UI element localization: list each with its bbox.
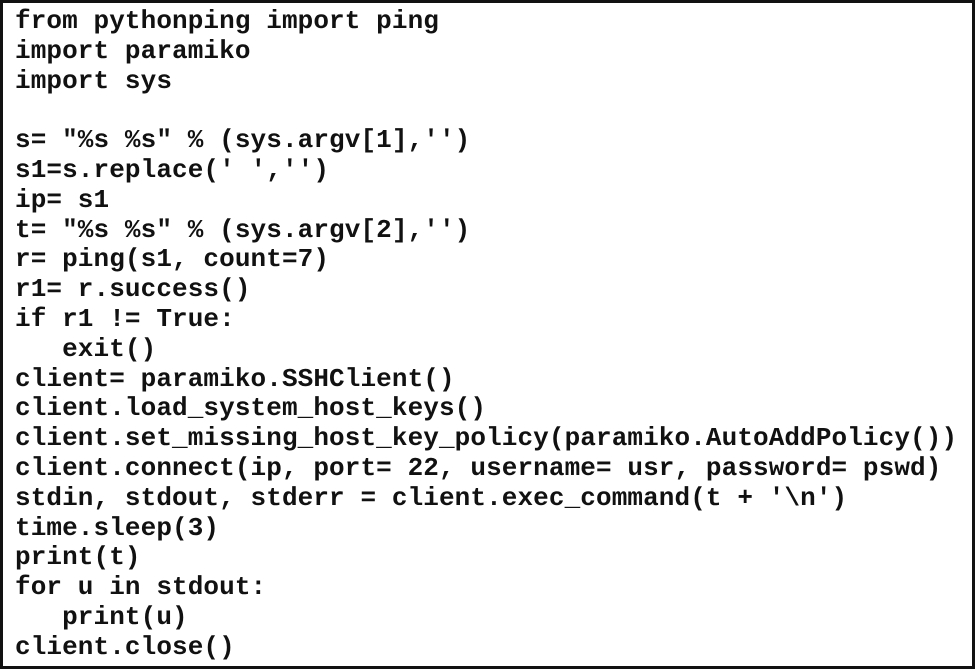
code-line: import paramiko <box>15 35 251 66</box>
code-line: client.load_system_host_keys() <box>15 393 487 424</box>
code-line: ip= s1 <box>15 184 110 215</box>
code-line: stdin, stdout, stderr = client.exec_comm… <box>15 482 848 513</box>
code-line: client.set_missing_host_key_policy(param… <box>15 423 958 454</box>
code-block: from pythonping import ping import param… <box>15 6 958 663</box>
code-line: for u in stdout: <box>15 572 267 603</box>
code-line: s1=s.replace(' ','') <box>15 154 330 185</box>
code-line: client= paramiko.SSHClient() <box>15 363 455 394</box>
code-line: s= "%s %s" % (sys.argv[1],'') <box>15 125 471 156</box>
code-line: client.close() <box>15 631 235 662</box>
code-line: if r1 != True: <box>15 303 235 334</box>
code-line: import sys <box>15 65 173 96</box>
code-line: client.connect(ip, port= 22, username= u… <box>15 452 942 483</box>
code-line: exit() <box>15 333 157 364</box>
code-line: r1= r.success() <box>15 274 251 305</box>
code-line: t= "%s %s" % (sys.argv[2],'') <box>15 214 471 245</box>
code-line: print(u) <box>15 601 188 632</box>
code-line: time.sleep(3) <box>15 512 220 543</box>
code-line: from pythonping import ping <box>15 6 439 36</box>
code-line: r= ping(s1, count=7) <box>15 244 330 275</box>
code-line <box>15 96 957 126</box>
code-line: print(t) <box>15 542 141 573</box>
